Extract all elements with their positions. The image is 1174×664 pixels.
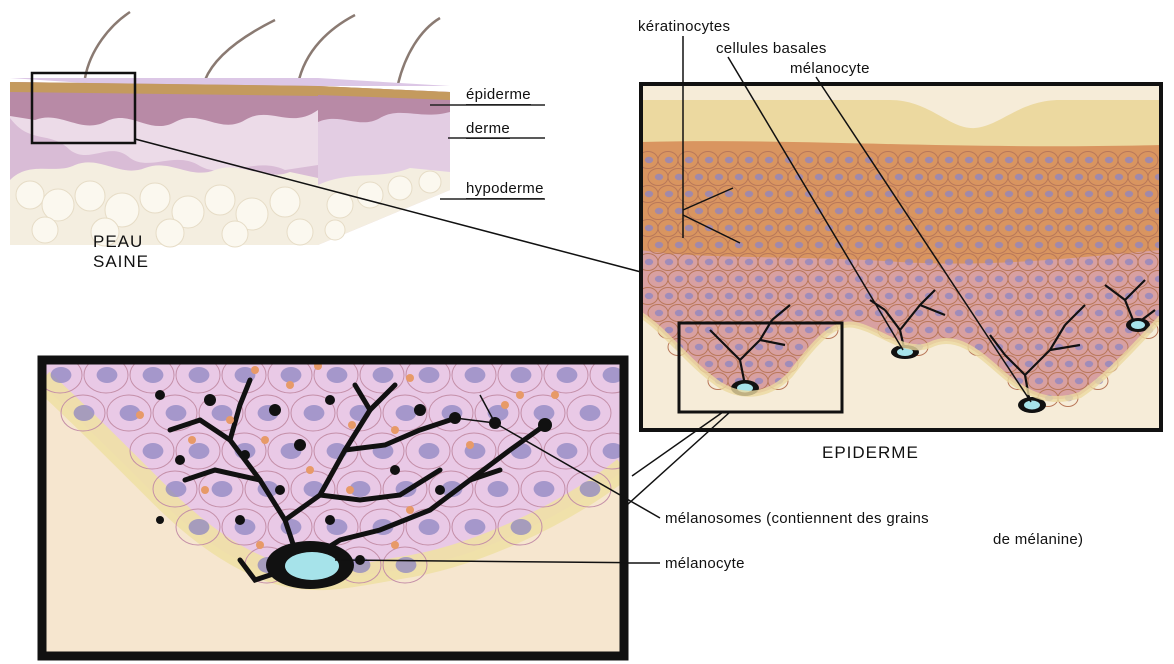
label-epiderme: épiderme [466, 86, 531, 105]
label-keratinocytes: kératinocytes [638, 18, 730, 35]
label-cellules-basales: cellules basales [716, 40, 827, 57]
caption-saine: SAINE [93, 251, 149, 272]
hair-strands [85, 12, 440, 84]
label-derme: derme [466, 120, 510, 139]
epidermis-panel [638, 36, 1168, 430]
label-melanosomes: mélanosomes (contiennent des grains [665, 510, 929, 527]
label-hypoderme: hypoderme [466, 180, 544, 199]
zoom-melanocyte-nucleus [285, 552, 339, 580]
zoom-panel [38, 357, 660, 656]
label-melanocyte-zoom: mélanocyte [665, 555, 745, 572]
caption-epiderme: EPIDERME [822, 442, 919, 463]
label-melanosomes-2: de mélanine) [993, 531, 1083, 548]
caption-peau: PEAU [93, 231, 143, 252]
label-melanocyte-top: mélanocyte [790, 60, 870, 77]
skin-block [10, 12, 545, 247]
